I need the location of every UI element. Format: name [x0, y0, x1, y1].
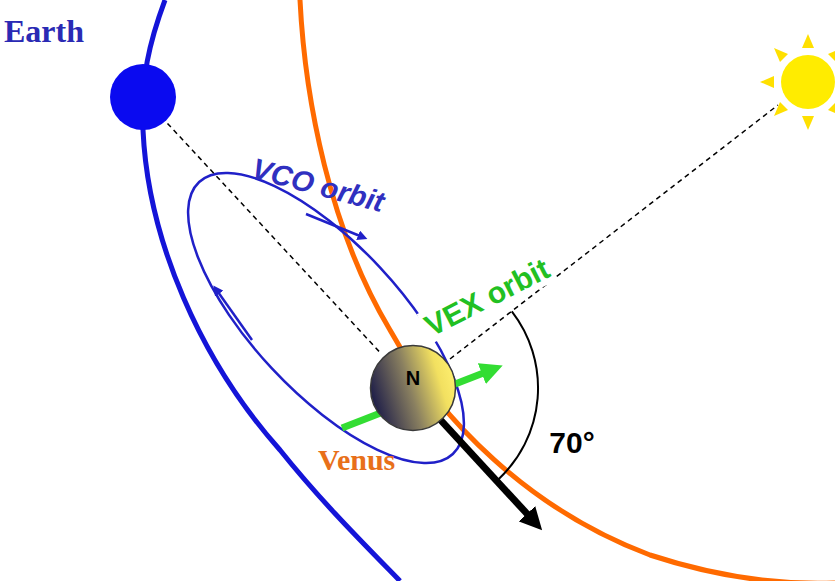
venus-orbit — [300, 0, 835, 581]
orbit-label: VEX orbit — [417, 250, 558, 343]
earth-disc — [110, 64, 176, 130]
angle-value: 70° — [549, 426, 594, 459]
orbit-label: VCO orbit — [249, 153, 388, 219]
venus-sphere — [371, 346, 456, 431]
sun-direction-line — [450, 105, 778, 359]
angle-arc — [498, 311, 538, 480]
earth-orbit — [142, 0, 400, 581]
sun-symbol — [760, 34, 835, 130]
planet-name: Earth — [4, 14, 84, 49]
orbit-direction-arrow — [306, 214, 360, 236]
pole-marker: N — [406, 367, 420, 389]
planet-name: Venus — [318, 443, 395, 476]
planet-disc — [109, 63, 177, 131]
venus-planet: NVenus — [369, 344, 457, 432]
orbit-direction-arrow — [218, 292, 252, 340]
earth-planet: Earth — [109, 63, 177, 131]
